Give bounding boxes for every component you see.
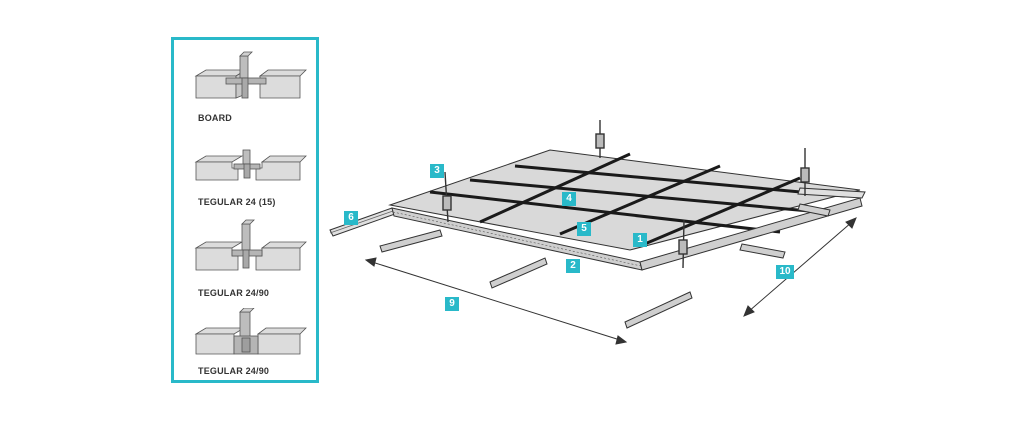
grid-lines [429, 152, 846, 248]
cross-tees-right [739, 203, 831, 259]
hanger-rods [442, 120, 810, 269]
callout-3: 3 [430, 164, 444, 178]
cross-tees-front [379, 229, 693, 329]
legend-label-tegular-24-15: TEGULAR 24 (15) [198, 197, 276, 207]
callout-2: 2 [566, 259, 580, 273]
callout-1: 1 [633, 233, 647, 247]
wall-angle-profile-back [797, 187, 866, 199]
callout-9: 9 [445, 297, 459, 311]
profile-legend-panel: BOARD TEGULAR 24 (15) TEGULAR 24/90 [171, 37, 319, 383]
board-profile-illustration [194, 51, 307, 99]
callout-10: 10 [776, 265, 794, 279]
callout-5: 5 [577, 222, 591, 236]
callout-4: 4 [562, 192, 576, 206]
suspended-ceiling-grid-diagram [329, 120, 866, 345]
ceiling-panels-surface [388, 149, 861, 251]
main-runner-right [639, 197, 863, 271]
callout-6: 6 [344, 211, 358, 225]
legend-label-tegular-24-90-b: TEGULAR 24/90 [198, 366, 270, 376]
dimension-arrows [364, 217, 857, 345]
tegular-24-90-hidden-profile-illustration [194, 308, 307, 355]
tegular-24-15-profile-illustration [194, 149, 307, 181]
legend-label-tegular-24-90-a: TEGULAR 24/90 [198, 288, 270, 298]
legend-label-board: BOARD [198, 113, 232, 123]
wall-angle-profile [329, 207, 396, 237]
tegular-24-90-profile-illustration [194, 219, 307, 271]
